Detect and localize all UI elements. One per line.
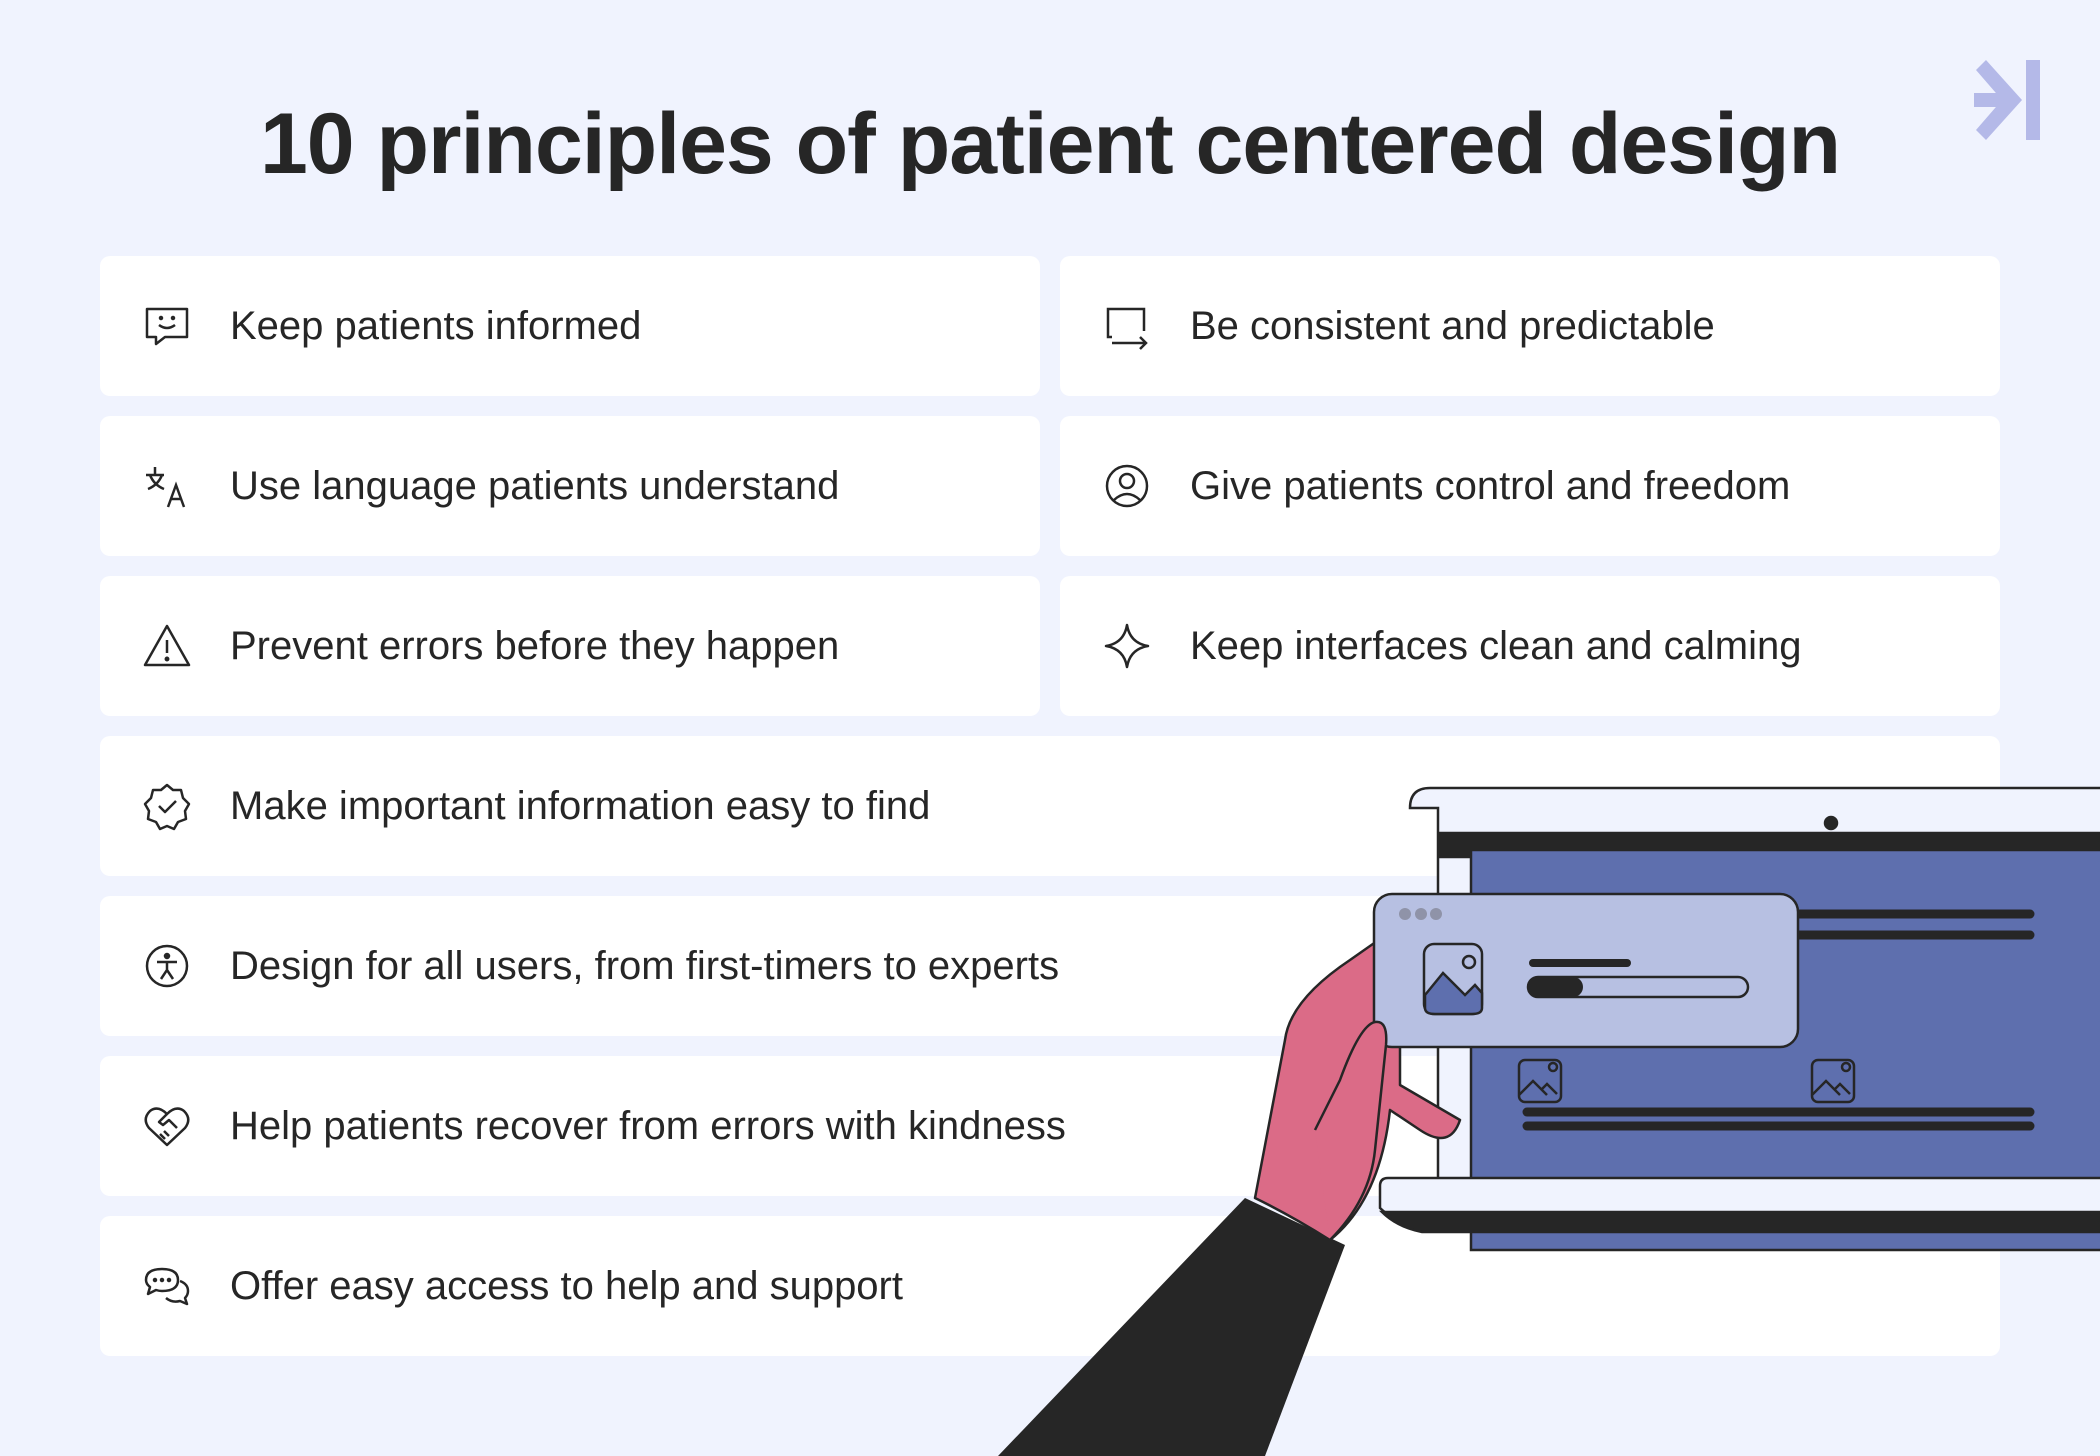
arm xyxy=(998,1198,1345,1456)
principle-label: Keep interfaces clean and calming xyxy=(1190,623,1802,668)
warning-icon xyxy=(143,624,191,667)
principle-card: Use language patients understand xyxy=(100,416,1040,556)
screen-arrow-icon xyxy=(1106,307,1148,350)
user-circle-icon xyxy=(1105,464,1149,508)
principle-label: Design for all users, from first-timers … xyxy=(230,943,1060,988)
principle-label: Use language patients understand xyxy=(230,463,840,508)
principle-label: Be consistent and predictable xyxy=(1190,303,1715,348)
principle-label: Keep patients informed xyxy=(230,303,642,348)
sparkle-icon xyxy=(1104,623,1150,669)
principle-label: Make important information easy to find xyxy=(230,783,931,828)
principle-card: Keep patients informed xyxy=(100,256,1040,396)
image-placeholder-icon xyxy=(1517,1058,1856,1104)
principle-card: Keep interfaces clean and calming xyxy=(1060,576,2000,716)
page-title: 10 principles of patient centered design xyxy=(259,96,1841,192)
verified-badge-icon xyxy=(143,783,191,831)
translate-icon xyxy=(146,467,186,508)
progress-fill xyxy=(1528,977,1583,997)
chat-bubbles-icon xyxy=(144,1267,190,1306)
upload-card xyxy=(1372,892,1800,1049)
principle-label: Give patients control and freedom xyxy=(1190,463,1791,508)
brand-logo-icon xyxy=(1974,60,2040,140)
principle-card: Give patients control and freedom xyxy=(1060,416,2000,556)
heart-handshake-icon xyxy=(144,1107,190,1147)
accessibility-icon xyxy=(145,944,189,988)
principle-label: Help patients recover from errors with k… xyxy=(230,1103,1066,1148)
principle-card: Prevent errors before they happen xyxy=(100,576,1040,716)
thumb xyxy=(1313,1020,1388,1241)
principle-label: Prevent errors before they happen xyxy=(230,623,840,668)
webcam-icon xyxy=(1823,815,1839,831)
chat-smile-icon xyxy=(145,307,189,346)
principle-label: Offer easy access to help and support xyxy=(230,1263,903,1308)
principle-card: Be consistent and predictable xyxy=(1060,256,2000,396)
